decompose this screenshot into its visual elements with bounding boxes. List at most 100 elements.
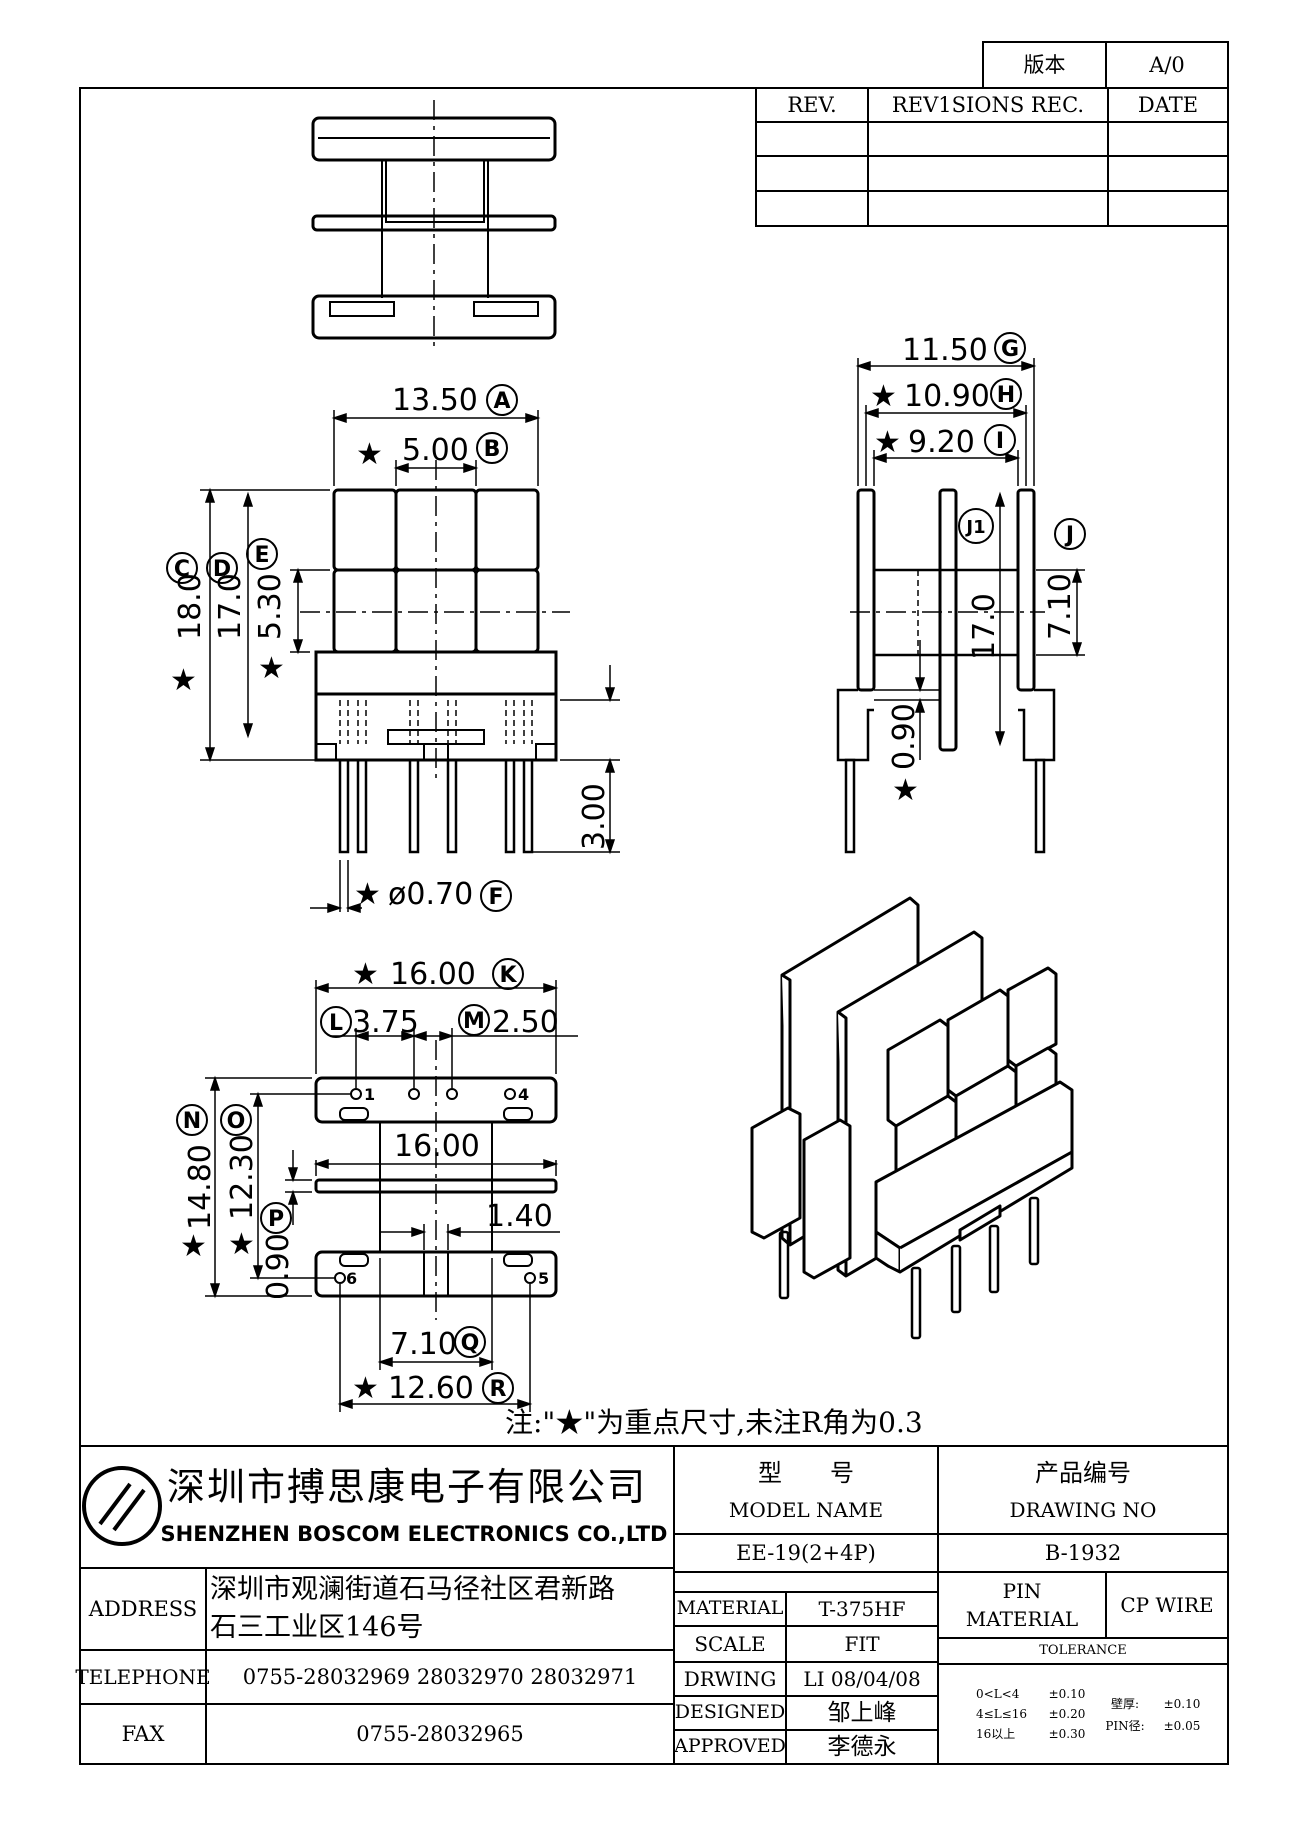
dim-K-star: ★	[352, 957, 379, 992]
svg-text:R: R	[490, 1377, 507, 1402]
telephone-label: TELEPHONE	[75, 1664, 211, 1689]
svg-text:F: F	[488, 885, 503, 910]
dim-E-value: 5.30	[253, 573, 288, 640]
tolerance-value-2: ±0.20	[1048, 1707, 1086, 1722]
circle-label-N: N	[176, 1104, 208, 1136]
dim-H-value: 10.90	[904, 379, 990, 414]
bottom-view-pin-holes	[334, 1088, 536, 1284]
title-block-grid	[80, 1445, 1228, 1764]
pin-label-1: 1	[364, 1085, 375, 1104]
svg-text:L: L	[329, 1011, 343, 1036]
circle-label-E: E	[246, 538, 278, 570]
dim-C-star: ★	[170, 663, 197, 698]
pin-label-5: 5	[538, 1269, 549, 1288]
circle-label-J: J	[1054, 518, 1086, 550]
drwing-value: LI 08/04/08	[803, 1666, 921, 1691]
address-line2: 石三工业区146号	[210, 1612, 424, 1644]
pin-material-label-1: PIN	[1002, 1578, 1042, 1603]
svg-text:E: E	[254, 543, 269, 568]
dim-D-value: 17.0	[213, 573, 248, 640]
fax-label: FAX	[121, 1721, 165, 1746]
designed-label: DESIGNED	[674, 1701, 786, 1724]
circle-label-D: D	[206, 552, 238, 584]
tolerance-value-1: ±0.10	[1048, 1687, 1086, 1702]
dim-M-value: 2.50	[492, 1005, 559, 1040]
dim-pin-length-value: 3.00	[577, 783, 612, 850]
dim-N-value: 14.80	[183, 1144, 218, 1230]
company-logo	[82, 1466, 162, 1546]
version-value: A/0	[1149, 52, 1185, 77]
svg-text:D: D	[213, 557, 231, 582]
dim-O-value: 12.30	[225, 1134, 260, 1220]
svg-text:J1: J1	[964, 517, 985, 538]
dim-B-value: 5.00	[402, 433, 469, 468]
pin-label-6: 6	[346, 1269, 357, 1288]
rev-header-date: DATE	[1137, 92, 1199, 117]
model-label-cn: 型 号	[758, 1459, 854, 1488]
svg-text:G: G	[1001, 337, 1019, 362]
company-name-en: SHENZHEN BOSCOM ELECTRONICS CO.,LTD	[160, 1521, 668, 1546]
dim-R-star: ★	[352, 1371, 379, 1406]
dim-I-value: 9.20	[908, 425, 975, 460]
drawing-note: 注:"★"为重点尺寸,未注R角为0.3	[505, 1406, 923, 1439]
pin-label-4: 4	[518, 1085, 529, 1104]
dim-O-star: ★	[228, 1227, 255, 1262]
scale-value: FIT	[844, 1631, 880, 1656]
dim-R-value: 12.60	[388, 1371, 474, 1406]
dim-bottom-16-value: 16.00	[394, 1129, 480, 1164]
dim-H-star: ★	[870, 379, 897, 414]
circle-label-K: K	[492, 958, 524, 990]
svg-text:B: B	[484, 437, 501, 462]
version-label: 版本	[1023, 52, 1066, 77]
company-name-cn: 深圳市搏思康电子有限公司	[167, 1465, 648, 1510]
drwing-label: DRWING	[683, 1666, 777, 1691]
dim-side-090-value: 0.90	[887, 703, 922, 770]
front-view	[300, 460, 570, 854]
pin-material-value: CP WIRE	[1120, 1592, 1214, 1617]
svg-text:Q: Q	[461, 1331, 480, 1356]
dim-B-star: ★	[356, 437, 383, 472]
circle-label-H: H	[990, 378, 1022, 410]
tolerance-range-2: 4≤L≤16	[976, 1707, 1027, 1722]
drawing-no-label-en: DRAWING NO	[1009, 1497, 1157, 1522]
circle-label-I: I	[984, 424, 1016, 456]
svg-text:O: O	[227, 1109, 246, 1134]
dim-bottom-140-value: 1.40	[486, 1199, 553, 1234]
model-label-en: MODEL NAME	[728, 1497, 884, 1522]
wall-thickness-value: ±0.10	[1163, 1697, 1201, 1712]
scale-label: SCALE	[694, 1631, 766, 1656]
tolerance-value-3: ±0.30	[1048, 1727, 1086, 1742]
material-value: T-375HF	[818, 1596, 906, 1621]
address-line1: 深圳市观澜街道石马径社区君新路	[210, 1574, 615, 1606]
dim-N-star: ★	[180, 1229, 207, 1264]
tolerance-label: TOLERANCE	[1039, 1642, 1127, 1658]
circle-label-M: M	[458, 1004, 490, 1036]
circle-label-G: G	[994, 332, 1026, 364]
revision-table	[755, 87, 1229, 227]
svg-text:H: H	[997, 383, 1015, 408]
isometric-view	[750, 896, 1074, 1280]
dim-A-value: 13.50	[392, 383, 478, 418]
drawing-no-label-cn: 产品编号	[1035, 1459, 1131, 1488]
svg-text:C: C	[174, 557, 190, 582]
dim-C-value: 18.0	[173, 573, 208, 640]
dim-P-value: 0.90	[261, 1233, 296, 1300]
wall-thickness-label: 壁厚:	[1110, 1697, 1140, 1712]
svg-text:I: I	[996, 429, 1004, 454]
circle-label-F: F	[480, 880, 512, 912]
svg-text:K: K	[499, 963, 517, 988]
top-view	[311, 100, 557, 350]
bottom-view	[314, 1040, 558, 1320]
address-label: ADDRESS	[88, 1596, 198, 1621]
dim-L-value: 3.75	[352, 1005, 419, 1040]
approved-label: APPROVED	[674, 1735, 786, 1758]
dim-F-value: ø0.70	[388, 877, 473, 912]
dim-F-star: ★	[354, 877, 381, 912]
side-view-dimensions	[855, 358, 1085, 760]
svg-text:A: A	[493, 389, 510, 414]
circle-label-C: C	[166, 552, 198, 584]
approved-value: 李德永	[827, 1733, 897, 1760]
circle-label-A: A	[486, 384, 518, 416]
dim-I-star: ★	[874, 425, 901, 460]
tolerance-range-1: 0<L<4	[976, 1687, 1020, 1702]
